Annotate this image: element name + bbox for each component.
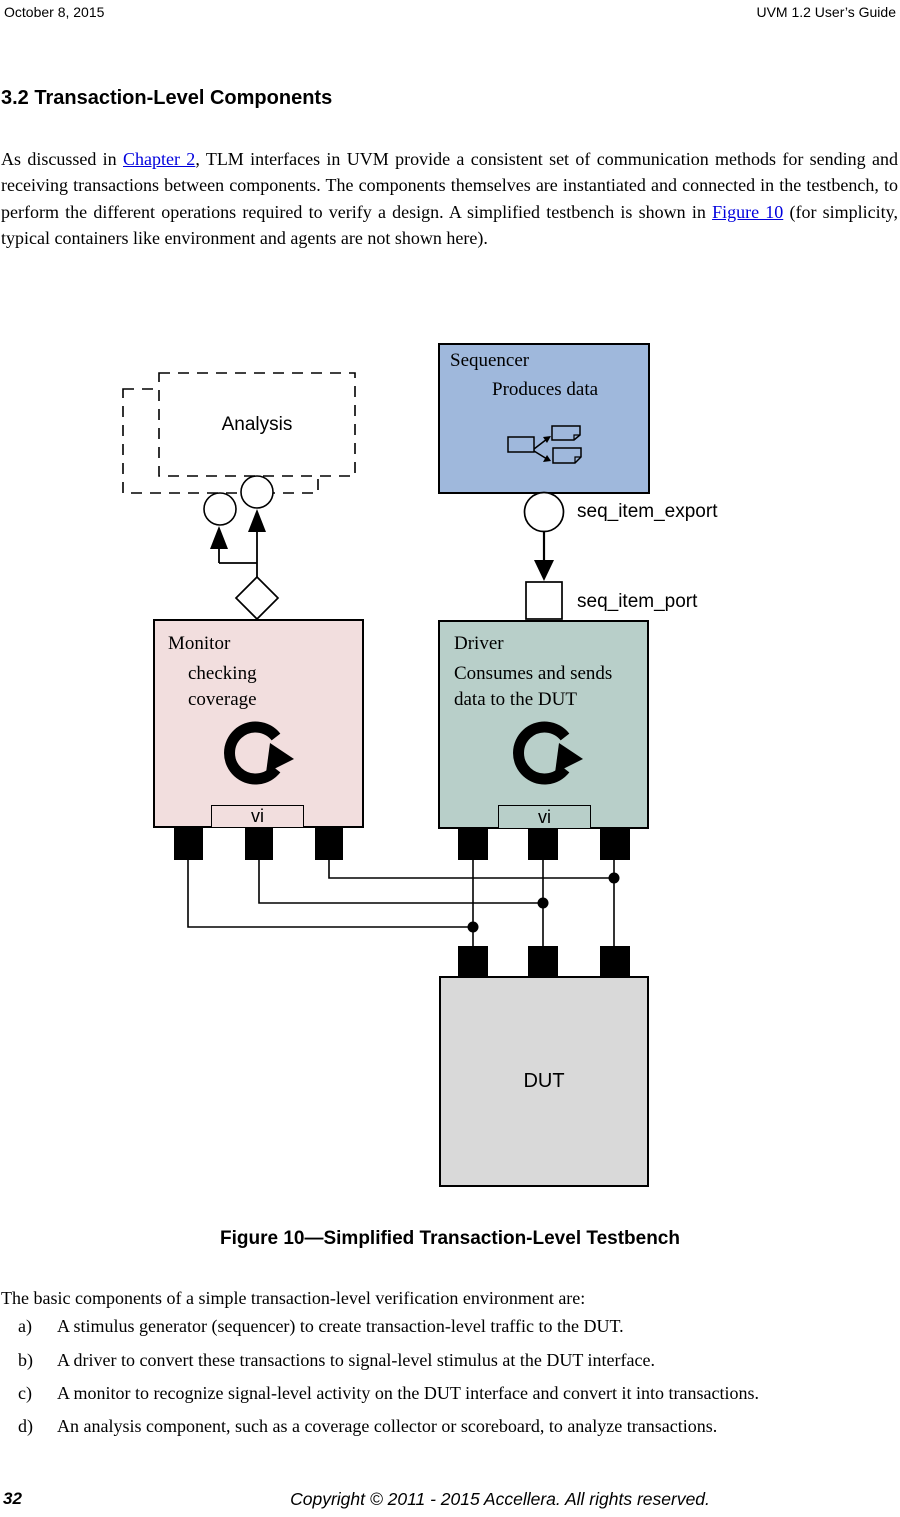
copyright-notice: Copyright © 2011 - 2015 Accellera. All r… [290, 1489, 710, 1509]
figure-caption: Figure 10—Simplified Transaction-Level T… [220, 1228, 680, 1249]
list-item: d) An analysis component, such as a cover… [18, 1416, 717, 1437]
analysis-export-circle-right [240, 475, 274, 509]
list-item: a) A stimulus generator (sequencer) to cr… [18, 1316, 624, 1337]
list-text: A monitor to recognize signal-level acti… [57, 1383, 759, 1403]
intro-paragraph: As discussed in Chapter 2, TLM interface… [1, 146, 898, 251]
driver-vi-box: vi [498, 805, 591, 829]
analysis-label: Analysis [221, 413, 293, 435]
section-heading: 3.2 Transaction-Level Components [1, 87, 333, 109]
monitor-vi-box: vi [211, 805, 304, 828]
monitor-text-coverage: coverage [188, 689, 257, 710]
list-marker: d) [18, 1416, 33, 1436]
monitor-title: Monitor [168, 633, 231, 654]
list-marker: c) [18, 1383, 32, 1403]
monitor-text-checking: checking [188, 663, 257, 684]
seq-item-export-circle [523, 491, 565, 533]
signal-wires [187, 860, 615, 946]
dut-box: DUT [439, 976, 649, 1187]
list-marker: a) [18, 1316, 32, 1336]
seq-item-port-square [525, 581, 563, 620]
list-marker: b) [18, 1350, 33, 1370]
list-text: An analysis component, such as a coverag… [57, 1416, 718, 1436]
driver-text-line1: Consumes and sends [454, 663, 613, 684]
arrowhead-left-up [210, 526, 228, 549]
driver-rotate-icon [513, 721, 583, 785]
header-date: October 8, 2015 [4, 4, 105, 20]
list-text: A driver to convert these transactions t… [57, 1350, 655, 1370]
link-chapter-2[interactable]: Chapter 2 [123, 149, 196, 169]
list-item: c) A monitor to recognize signal-level ac… [18, 1383, 759, 1404]
intro-text-2: , TLM interfaces in UVM provide a consis… [1, 149, 898, 222]
analysis-export-circle-left [203, 492, 237, 526]
link-figure-10[interactable]: Figure 10 [712, 201, 784, 222]
wire-junction-dots [467, 872, 620, 933]
sequencer-subtitle: Produces data [492, 379, 599, 400]
page-number: 32 [3, 1489, 22, 1508]
intro-text-1: As discussed in [1, 149, 123, 169]
seq-item-arrow [534, 532, 554, 581]
list-text: A stimulus generator (sequencer) to crea… [57, 1316, 624, 1336]
list-item: b) A driver to convert these transactions… [18, 1350, 655, 1371]
arrowhead-right-up [248, 509, 266, 532]
driver-title: Driver [454, 633, 504, 654]
monitor-rotate-icon [224, 721, 294, 785]
driver-pins [458, 829, 630, 860]
sequencer-title: Sequencer [450, 350, 530, 371]
seq-item-port-label: seq_item_port [577, 591, 698, 612]
seq-item-export-label: seq_item_export [577, 501, 718, 522]
monitor-pins [174, 828, 343, 860]
monitor-analysis-connector [210, 509, 266, 577]
driver-text-line2: data to the DUT [454, 689, 577, 710]
list-intro: The basic components of a simple transac… [1, 1288, 586, 1308]
monitor-analysis-diamond [234, 575, 280, 621]
sequencer-box: Sequencer Produces data [438, 343, 650, 494]
header-doc-title: UVM 1.2 User’s Guide [756, 4, 896, 20]
dut-pins [458, 946, 630, 976]
intro-text-3: (for simplicity, typical containers like… [1, 201, 898, 248]
dut-label: DUT [523, 1070, 565, 1092]
driver-box: Driver Consumes and sends data to the DU… [438, 620, 649, 829]
